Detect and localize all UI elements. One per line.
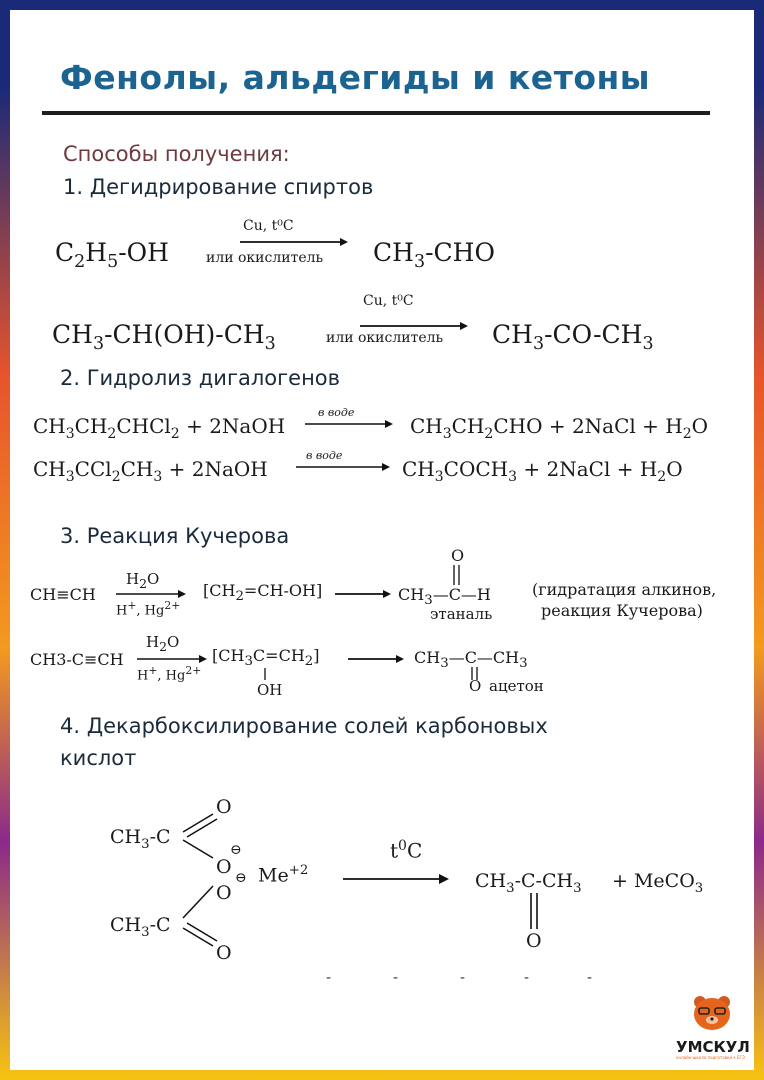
decarbox-condition: t0C xyxy=(390,838,423,863)
reaction-2-1-reactants: CH3CH2CHCl2 + 2NaOH xyxy=(33,414,286,442)
reaction-3-2-arrow xyxy=(137,655,207,663)
dash-4: - xyxy=(524,970,530,986)
reaction-1-2-condition-bottom: или окислитель xyxy=(326,330,444,346)
reaction-1-1-condition-bottom: или окислитель xyxy=(206,250,324,266)
logo-tagline: онлайн-школа подготовки к ЕГЭ xyxy=(676,1055,745,1060)
bear-logo-icon xyxy=(694,996,730,1030)
charge-top: ⊖ xyxy=(230,842,242,858)
section-1-heading: 1. Дегидрирование спиртов xyxy=(63,175,374,199)
decarbox-byproduct: + MeCO3 xyxy=(612,870,704,896)
reaction-3-2-alkyne: CH3-C≡CH xyxy=(30,650,124,669)
reaction-3-1-alkyne: CH≡CH xyxy=(30,585,96,604)
title-underline xyxy=(42,111,710,115)
kucherov-note-line-1: (гидратация алкинов, xyxy=(532,580,717,599)
product-oxygen: O xyxy=(526,930,542,952)
reaction-3-1-intermediate: [CH2=CH-OH] xyxy=(203,581,323,605)
reaction-3-1-arrow xyxy=(116,590,186,598)
reaction-1-1-reactant: C2H5-OH xyxy=(55,238,169,272)
decarbox-arrow xyxy=(343,874,449,884)
section-4-heading-line-2: кислот xyxy=(60,746,137,770)
product-double-bond xyxy=(530,893,538,929)
reaction-3-2-intermediate: [CH3C=CH2] xyxy=(212,646,320,670)
reaction-2-1-products: CH3CH2CHO + 2NaCl + H2O xyxy=(410,414,709,442)
ethanal-double-bond xyxy=(453,565,460,585)
reaction-1-1-arrow xyxy=(240,238,348,246)
acetone-double-bond xyxy=(471,667,478,680)
dash-1: - xyxy=(326,970,332,986)
salt-bonds xyxy=(182,813,218,947)
reaction-2-2-products: CH3COCH3 + 2NaCl + H2O xyxy=(402,457,683,485)
acetone-label: ацетон xyxy=(489,677,544,695)
acetone-oxygen: O xyxy=(469,677,482,695)
salt-acyl-bottom: CH3-C xyxy=(110,914,171,940)
reaction-3-2-oh: OH xyxy=(257,681,283,699)
ethanal-oxygen: O xyxy=(451,546,465,565)
reaction-3-2-catalyst-top: H2O xyxy=(146,633,180,654)
section-3-heading: 3. Реакция Кучерова xyxy=(60,524,290,548)
salt-o-bottom: O xyxy=(216,942,232,964)
acetone-structure: CH3—C—CH3 xyxy=(414,648,528,672)
dash-2: - xyxy=(393,970,399,986)
reaction-2-2-reactants: CH3CCl2CH3 + 2NaOH xyxy=(33,457,268,485)
charge-bottom: ⊖ xyxy=(235,870,247,886)
reaction-3-2-oh-bond xyxy=(264,668,266,680)
kucherov-note-line-2: реакция Кучерова) xyxy=(541,601,703,620)
reaction-3-1-catalyst-top: H2O xyxy=(126,570,160,591)
page-title: Фенолы, альдегиды и кетоны xyxy=(60,58,651,97)
reaction-1-2-condition-top: Cu, t⁰C xyxy=(363,293,414,309)
subtitle: Способы получения: xyxy=(63,142,290,166)
reaction-1-1-product: CH3-CHO xyxy=(373,238,495,272)
salt-o-minus-top: O xyxy=(216,856,232,878)
ethanal-structure: CH3—C—H xyxy=(398,585,491,609)
reaction-1-1-condition-top: Cu, t⁰C xyxy=(243,218,294,234)
salt-acyl-top: CH3-C xyxy=(110,826,171,852)
reaction-3-1-arrow-2 xyxy=(335,590,391,598)
reaction-3-2-arrow-2 xyxy=(348,655,404,663)
reaction-2-1-arrow xyxy=(305,420,393,428)
reaction-1-2-product: CH3-CO-CH3 xyxy=(492,320,654,354)
reaction-1-2-reactant: CH3-CH(OH)-CH3 xyxy=(52,320,276,354)
reaction-2-1-condition: в воде xyxy=(318,406,355,419)
ethanal-label: этаналь xyxy=(430,605,493,623)
section-4-heading-line-1: 4. Декарбоксилирование солей карбоновых xyxy=(60,714,548,738)
salt-o-top: O xyxy=(216,796,232,818)
logo-name: УМСКУЛ xyxy=(676,1038,750,1056)
dash-3: - xyxy=(460,970,466,986)
dash-5: - xyxy=(587,970,593,986)
reaction-2-2-condition: в воде xyxy=(306,449,343,462)
decarbox-product: CH3-C-CH3 xyxy=(475,870,582,896)
section-2-heading: 2. Гидролиз дигалогенов xyxy=(60,366,341,390)
salt-o-minus-bottom: O xyxy=(216,882,232,904)
poster-sheet xyxy=(10,10,754,1070)
reaction-3-1-catalyst-bottom: H+, Hg2+ xyxy=(116,599,181,619)
reaction-3-2-catalyst-bottom: H+, Hg2+ xyxy=(137,664,202,684)
reaction-2-2-arrow xyxy=(296,463,390,471)
reaction-1-2-arrow xyxy=(360,322,468,330)
metal-ion: Me+2 xyxy=(258,863,309,887)
